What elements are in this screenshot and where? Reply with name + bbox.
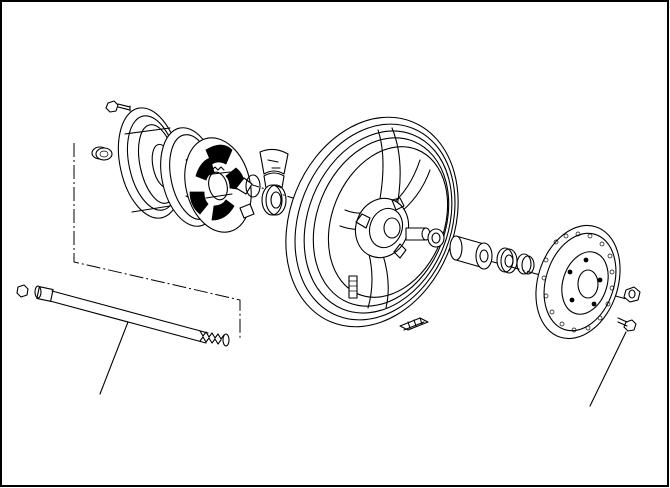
valve-stem bbox=[348, 275, 358, 299]
clutch-plate bbox=[184, 137, 252, 233]
spacer-collar bbox=[91, 146, 113, 161]
axle-nut bbox=[623, 286, 641, 303]
hub-collar bbox=[405, 227, 445, 248]
distance-collar bbox=[449, 235, 493, 270]
brake-disc bbox=[535, 224, 621, 340]
bearing-right bbox=[496, 247, 518, 274]
wheel-rim bbox=[285, 116, 459, 328]
leader-lines bbox=[99, 321, 627, 407]
top-bolt bbox=[105, 100, 131, 113]
bearing-left bbox=[261, 184, 287, 216]
circlip bbox=[245, 174, 261, 198]
axle-shaft bbox=[16, 284, 230, 347]
oil-seal bbox=[516, 253, 535, 275]
damper-rubbers bbox=[235, 148, 289, 219]
disc-bolt bbox=[617, 317, 637, 332]
balance-weight bbox=[399, 317, 429, 331]
